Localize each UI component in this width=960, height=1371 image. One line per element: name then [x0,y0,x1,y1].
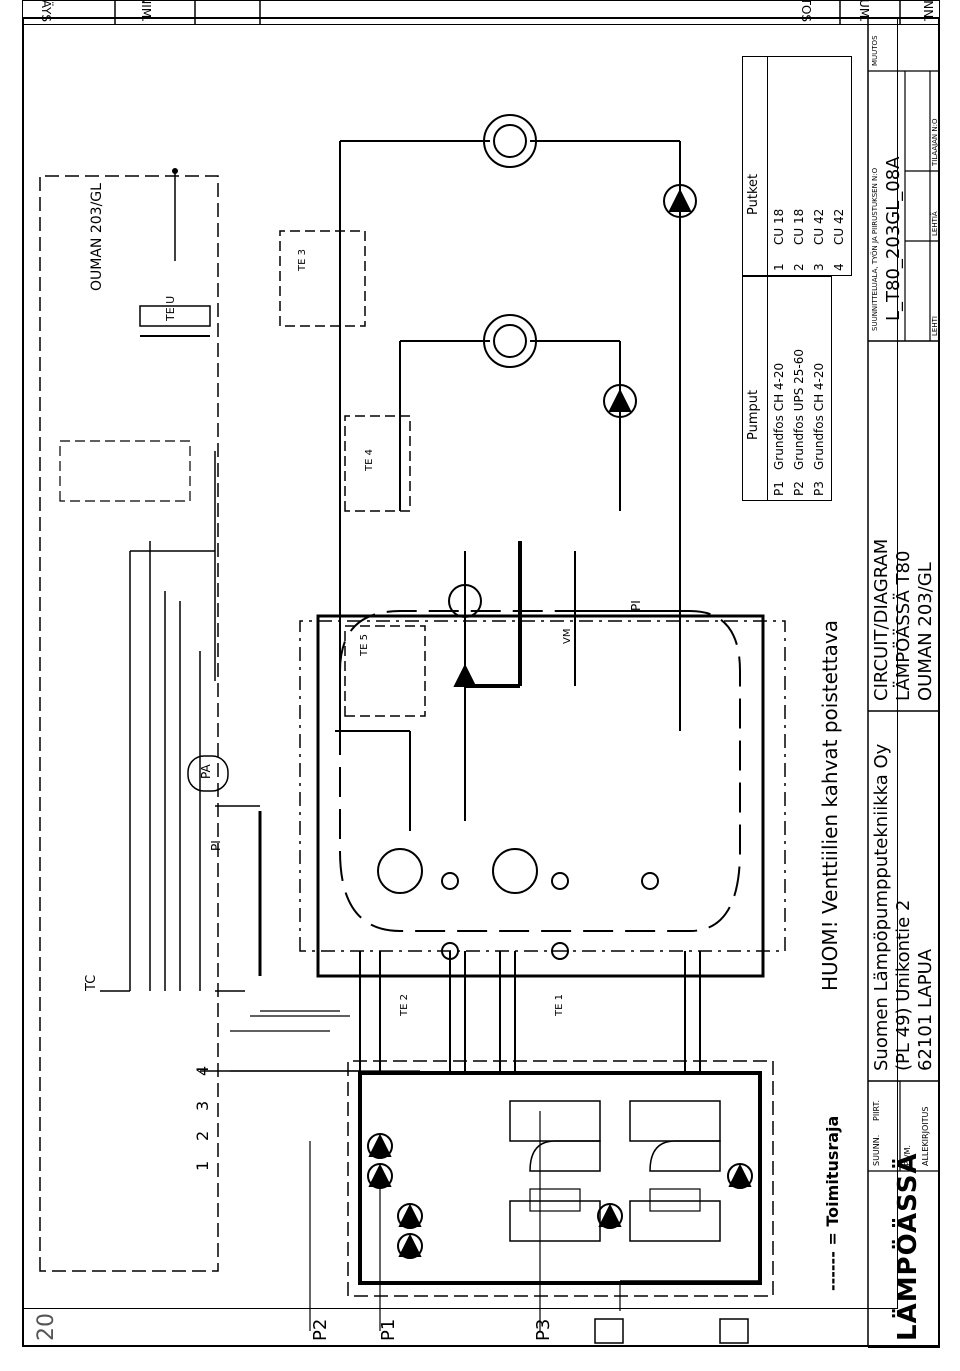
label-3: 3 [193,1100,212,1111]
pump-row-text: Grundfos UPS 25-60 [792,348,806,470]
pump-row-id: P3 [812,481,826,496]
label-lehtia: LEHTIÄ [931,211,939,236]
sensor-vm: VM [562,628,573,644]
label-tilaajan: TILAAJAN N:O [931,118,939,166]
label-1: 1 [193,1160,212,1171]
company-line-2: (PL 49) Unikontie 2 [893,899,914,1071]
rev-col-nim: NIM. [139,0,153,22]
company-line-1: Suomen Lämpöpumpputekniikka Oy [871,743,892,1071]
drawing-line-1: CIRCUIT/DIAGRAM [871,538,892,701]
legend-note: ------ = Toimitusraja [823,1115,842,1291]
label-p3: P3 [533,1318,554,1341]
label-lehti: LEHTI [931,316,939,336]
label-suunn: SUUNN. [872,1134,881,1166]
label-p1: P1 [378,1318,399,1341]
controller-label: OUMAN 203/GL [89,183,105,291]
label-muutos: MUUTOS [871,35,879,66]
drawing-number: L_T80_203GL_08A [883,156,904,321]
rev-col-paivays: PÄIVÄYS [39,0,53,22]
label-4: 4 [193,1065,212,1076]
pipes-table: Putket 1 CU 18 2 CU 18 3 CU 42 4 CU 42 [742,56,852,276]
sensor-te-3: TE 3 [297,249,308,271]
pipe-row-id: 1 [772,263,786,271]
pipe-row-text: CU 42 [832,208,846,245]
pipe-row-text: CU 18 [792,208,806,245]
rev-col-muutos: MUUTOS [799,0,813,22]
pipe-row-id: 3 [812,263,826,271]
pipe-row-text: CU 18 [772,208,786,245]
label-p2: P2 [310,1318,331,1341]
pumps-table-title: Pumput [746,389,761,440]
sensor-te-2: TE 2 [399,994,410,1016]
drawing-line-2: LÄMPÖÄSSÄ T80 [893,550,914,701]
brand-logo: LÄMPÖÄSSÄ [893,1152,923,1341]
sensor-pi-mid: PI [629,600,643,611]
pump-row-text: Grundfos CH 4-20 [772,362,786,470]
pipe-row-id: 2 [792,263,806,271]
sensor-tc: TC [84,974,99,991]
pipes-table-title: Putket [746,173,761,215]
pipe-row-id: 4 [832,263,846,271]
sensor-te-u: TE U [164,295,177,321]
label-allekirjoitus: ALLEKIRJOITUS [921,1106,930,1166]
pumps-table: Pumput P1 Grundfos CH 4-20 P2 Grundfos U… [742,276,832,501]
warning-note: HUOM! Venttiilien kahvat poistettava [818,620,842,991]
page-number: 20 [34,1313,59,1341]
label-pvm: P.VM. [903,1144,912,1166]
pump-row-text: Grundfos CH 4-20 [812,362,826,470]
label-piirt: PIIRT. [872,1100,881,1121]
label-suunnitteluala: SUUNNITTELUALA, TYÖN JA PIIRUSTUKSEN N:O [871,167,879,331]
pipe-row-text: CU 42 [812,208,826,245]
sensor-pi-left: PI [209,840,223,851]
pump-row-id: P1 [772,481,786,496]
sensor-te-4: TE 4 [364,449,375,471]
drawing-line-3: OUMAN 203/GL [915,562,936,701]
sensor-te-5: TE 5 [359,634,370,656]
company-line-3: 62101 LAPUA [915,948,936,1071]
sensor-pa: PA [199,764,213,779]
rev-col-tunn: TUNN. [921,0,935,22]
sensor-te-1: TE 1 [554,994,565,1016]
label-2: 2 [193,1130,212,1141]
rev-col-lukum: LUKUM. [857,0,871,22]
pump-row-id: P2 [792,481,806,496]
